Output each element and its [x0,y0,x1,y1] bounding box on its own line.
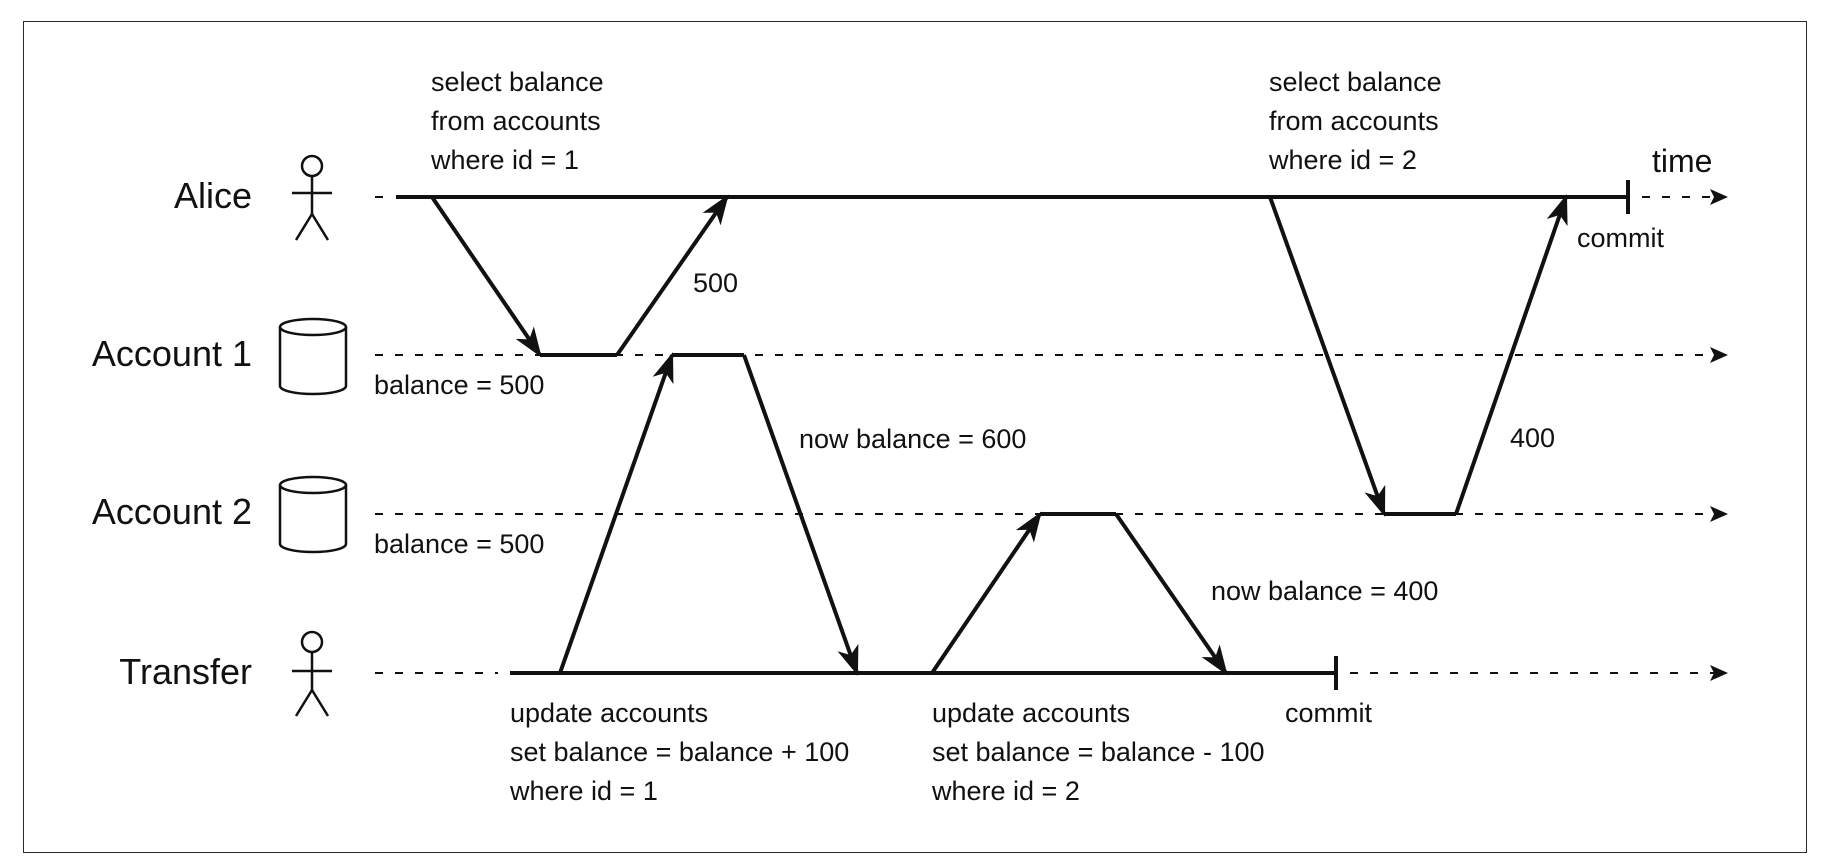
svg-text:select balance: select balance [1269,67,1442,97]
alice-query1-text: select balance from accounts where id = … [430,67,604,175]
svg-text:set balance = balance + 100: set balance = balance + 100 [510,737,849,767]
lane-label-alice: Alice [174,175,252,216]
transfer-person-icon [292,630,332,717]
svg-text:where id = 2: where id = 2 [1268,145,1417,175]
svg-text:update accounts: update accounts [932,698,1130,728]
response-400-label: 400 [1510,423,1555,453]
svg-text:from accounts: from accounts [1269,106,1439,136]
svg-text:set balance = balance - 100: set balance = balance - 100 [932,737,1265,767]
account1-now-balance-label: now balance = 600 [799,424,1026,454]
transfer-update1-text: update accounts set balance = balance + … [509,698,849,806]
alice-query2-response-arrow [1454,194,1568,515]
account2-database-icon [278,475,348,554]
lane-label-transfer: Transfer [119,651,252,692]
lane-label-account2: Account 2 [92,491,252,532]
svg-text:where id = 1: where id = 1 [430,145,579,175]
account2-balance-label: balance = 500 [374,529,544,559]
transfer-update2-text: update accounts set balance = balance - … [931,698,1265,806]
transfer-update2-response-arrow [1114,512,1228,676]
svg-text:where id = 2: where id = 2 [931,776,1080,806]
account1-balance-label: balance = 500 [374,370,544,400]
account1-database-icon [278,317,348,396]
svg-text:update accounts: update accounts [510,698,708,728]
alice-commit-label: commit [1577,223,1664,253]
transfer-update1-request-arrow [558,352,674,674]
lane-label-account1: Account 1 [92,333,252,374]
svg-text:select balance: select balance [431,67,604,97]
account2-now-balance-label: now balance = 400 [1211,576,1438,606]
alice-query2-text: select balance from accounts where id = … [1268,67,1442,175]
time-axis-label: time [1652,143,1712,179]
transfer-update2-request-arrow [930,511,1042,675]
response-500-label: 500 [693,268,738,298]
svg-text:where id = 1: where id = 1 [509,776,658,806]
alice-person-icon [292,154,332,241]
transfer-commit-label: commit [1285,698,1372,728]
alice-query1-response-arrow [615,194,729,357]
transfer-update1-response-arrow [742,354,859,676]
alice-query2-request-arrow [1268,196,1386,517]
svg-text:from accounts: from accounts [431,106,601,136]
alice-query1-request-arrow [430,195,542,358]
